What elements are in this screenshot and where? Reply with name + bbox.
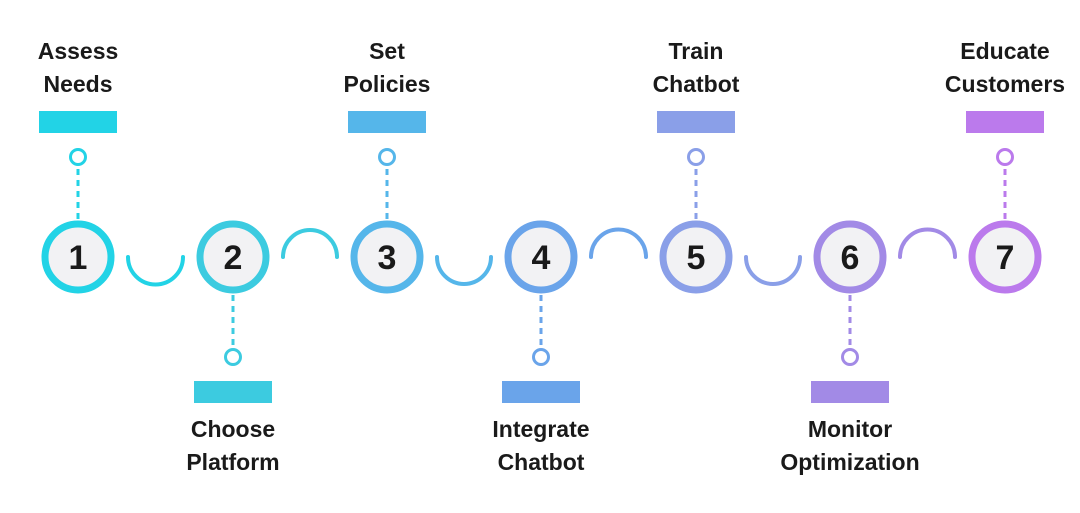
step-label-line: Needs: [43, 71, 113, 97]
label-bar: [39, 111, 117, 133]
connector-arc: [589, 227, 648, 259]
step-number: 4: [532, 239, 551, 277]
step-label-line: Assess: [37, 38, 119, 64]
step-circle: [813, 220, 887, 294]
step-number: 6: [841, 239, 860, 277]
label-bar: [348, 111, 426, 133]
connector-dot: [687, 148, 705, 166]
step-label-line: Chatbot: [652, 71, 740, 97]
step-circle: [196, 220, 270, 294]
step-number: 1: [69, 239, 88, 277]
connector-arc: [126, 255, 185, 287]
connector-dot: [378, 148, 396, 166]
step-label-line: Chatbot: [497, 449, 585, 475]
step-number: 3: [378, 239, 397, 277]
connector-arc: [281, 228, 339, 259]
step-circle: [504, 220, 578, 294]
connector-dot: [841, 348, 859, 366]
step-label-line: Integrate: [492, 416, 590, 442]
label-bar: [811, 381, 889, 403]
step-number: 7: [996, 239, 1015, 277]
step-label-line: Customers: [944, 71, 1066, 97]
step-label-line: Optimization: [780, 449, 920, 475]
step-circle: [968, 220, 1042, 294]
step-number: 5: [687, 239, 706, 277]
connector-dot: [224, 348, 242, 366]
label-bar: [194, 381, 272, 403]
step-label-line: Platform: [186, 449, 280, 475]
step-circle: [350, 220, 424, 294]
step-circle: [659, 220, 733, 294]
step-label-line: Educate: [960, 38, 1050, 64]
connector-dot: [996, 148, 1014, 166]
connector-arc: [898, 227, 957, 259]
step-label-line: Policies: [343, 71, 431, 97]
step-number: 2: [224, 239, 243, 277]
step-circle: [41, 220, 115, 294]
label-bar: [657, 111, 735, 133]
step-label-line: Train: [668, 38, 724, 64]
step-label-line: Set: [369, 38, 405, 64]
connector-arc: [744, 255, 802, 286]
connector-arc: [435, 255, 493, 286]
label-bar: [502, 381, 580, 403]
step-label-line: Choose: [190, 416, 276, 442]
step-label-line: Monitor: [807, 416, 893, 442]
connector-dot: [69, 148, 87, 166]
connector-dot: [532, 348, 550, 366]
label-bar: [966, 111, 1044, 133]
